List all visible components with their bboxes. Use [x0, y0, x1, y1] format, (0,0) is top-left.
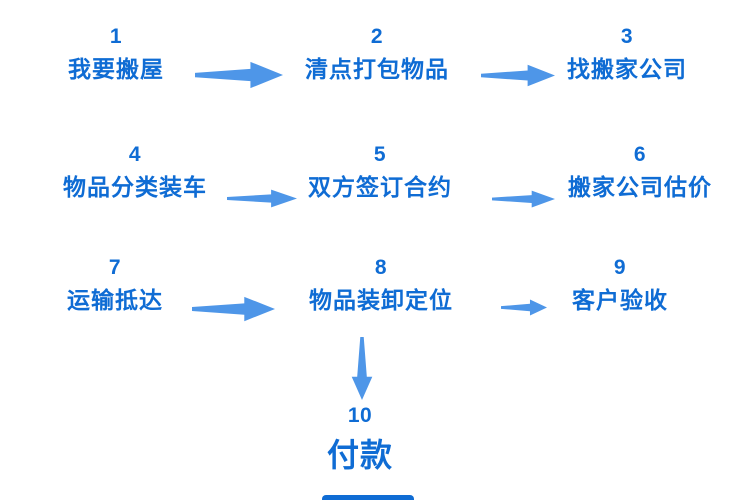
arrow-2-to-3: [481, 64, 555, 87]
arrow-8-to-9: [501, 299, 547, 316]
arrow-8-to-10: [351, 337, 373, 400]
step-9: 9 客户验收: [540, 253, 700, 315]
down-arrow-icon: [351, 337, 373, 400]
arrow-1-to-2: [195, 61, 283, 89]
right-arrow-icon: [192, 296, 275, 322]
step-5: 5 双方签订合约: [290, 140, 470, 202]
step-9-label: 客户验收: [572, 287, 668, 313]
step-1-label: 我要搬屋: [68, 56, 164, 82]
step-9-number: 9: [613, 256, 627, 279]
step-3-number: 3: [620, 25, 634, 48]
step-7-label: 运输抵达: [67, 287, 163, 313]
step-4: 4 物品分类装车: [45, 140, 225, 202]
step-1-number: 1: [109, 25, 123, 48]
step-7: 7 运输抵达: [35, 253, 195, 315]
step-10-label: 付款: [326, 437, 393, 473]
step-2-label: 清点打包物品: [305, 56, 449, 82]
step-8-label: 物品装卸定位: [309, 287, 453, 313]
step-10-number: 10: [347, 404, 373, 427]
step-7-number: 7: [108, 256, 122, 279]
arrow-4-to-5: [227, 189, 297, 208]
arrow-5-to-6: [492, 190, 555, 208]
step-3: 3 找搬家公司: [542, 22, 712, 84]
right-arrow-icon: [481, 64, 555, 87]
step-10: 10 付款: [280, 401, 440, 475]
step-6-number: 6: [633, 143, 647, 166]
step-6: 6 搬家公司估价: [550, 140, 730, 202]
step-3-label: 找搬家公司: [567, 56, 687, 82]
step-8-number: 8: [374, 256, 388, 279]
step-5-number: 5: [373, 143, 387, 166]
clipped-text-bottom: [322, 495, 414, 500]
step-4-number: 4: [128, 143, 142, 166]
step-6-label: 搬家公司估价: [568, 174, 712, 200]
arrow-7-to-8: [192, 296, 275, 322]
step-2-number: 2: [370, 25, 384, 48]
step-2: 2 清点打包物品: [292, 22, 462, 84]
right-arrow-icon: [501, 299, 547, 316]
right-arrow-icon: [227, 189, 297, 208]
right-arrow-icon: [195, 61, 283, 89]
step-4-label: 物品分类装车: [63, 174, 207, 200]
step-8: 8 物品装卸定位: [291, 253, 471, 315]
step-5-label: 双方签订合约: [308, 174, 452, 200]
step-1: 1 我要搬屋: [36, 22, 196, 84]
right-arrow-icon: [492, 190, 555, 208]
